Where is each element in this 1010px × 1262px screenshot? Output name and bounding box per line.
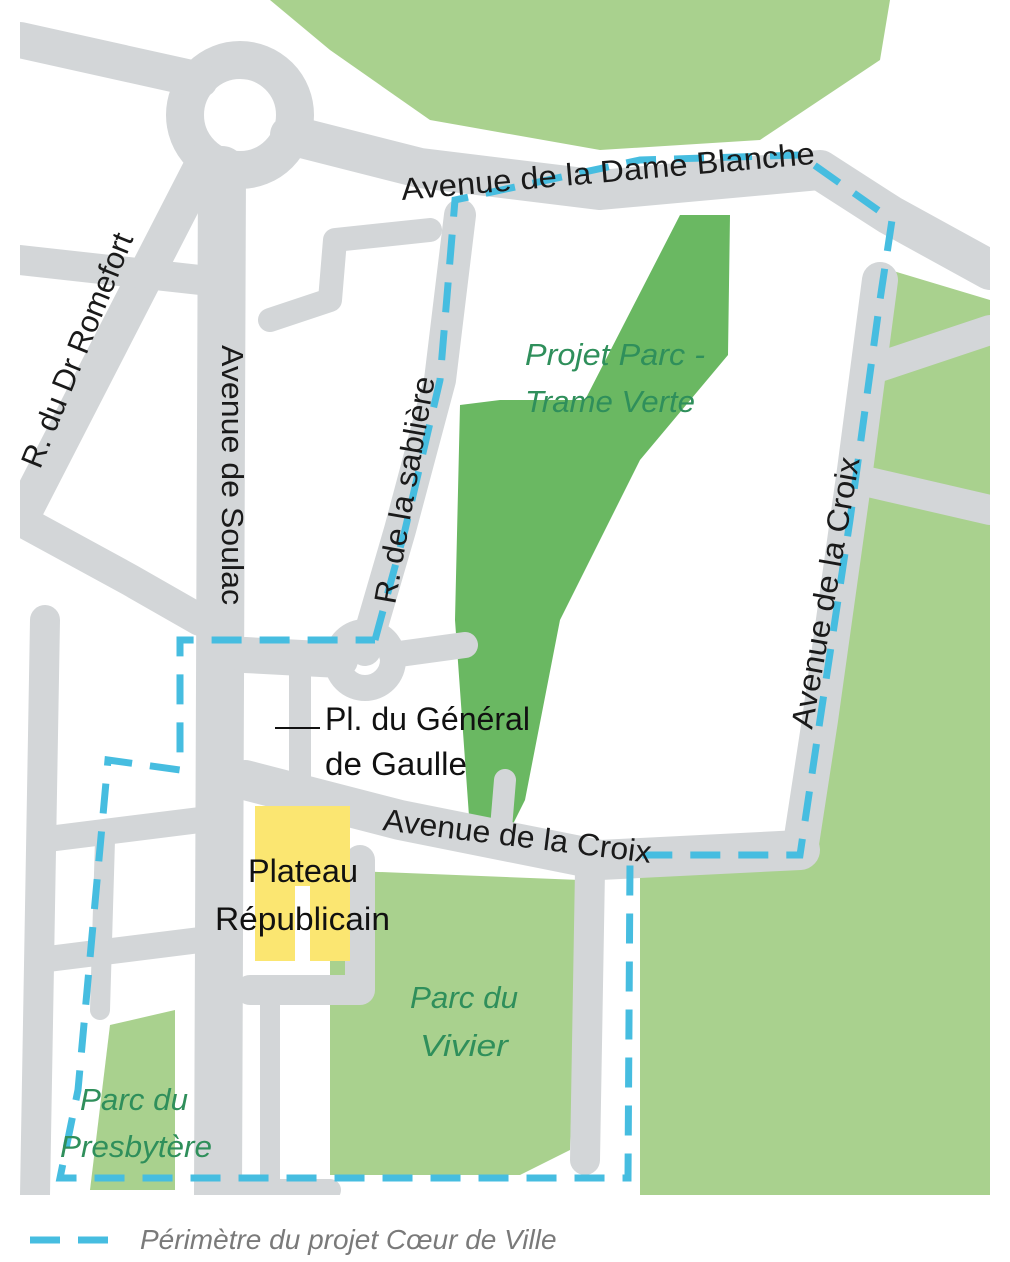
- road-northwest: [20, 22, 218, 98]
- park-trame-verte: [455, 215, 730, 830]
- road-east-branch-2: [845, 465, 990, 525]
- map-legend: Périmètre du projet Cœur de Ville: [28, 1220, 557, 1260]
- park-label-presbytere-line1: Parc du: [80, 1082, 188, 1117]
- plateau-block-north: [255, 806, 350, 886]
- park-label-trame-line2: Trame Verte: [525, 384, 695, 419]
- perimeter-legend-swatch: [30, 1236, 126, 1244]
- road-plateau-east: [235, 845, 375, 1005]
- park-label-trame-line1: Projet Parc -: [525, 337, 705, 372]
- place-label-general-line2: de Gaulle: [325, 746, 467, 782]
- road-west-small: [90, 830, 115, 1020]
- road-sabliere-spur: [258, 218, 442, 332]
- perimeter-legend-label: Périmètre du projet Cœur de Ville: [140, 1224, 557, 1255]
- park-north: [270, 0, 890, 150]
- road-general-west: [227, 637, 358, 678]
- plateau-republicain-area: [255, 806, 350, 961]
- park-vivier: [330, 870, 580, 1175]
- place-label-plateau-line2: Républicain: [215, 901, 390, 937]
- road-romefort-branch: [20, 245, 215, 295]
- street-label-soulac: Avenue de Soulac: [215, 345, 250, 605]
- road-west-cross-2: [27, 927, 213, 973]
- plateau-block-west: [255, 886, 295, 961]
- park-presbytere: [90, 1010, 175, 1190]
- street-label-sabliere: R. de la sablière: [367, 374, 441, 607]
- road-east-branch-1: [855, 315, 990, 385]
- park-label-vivier-line2: Vivier: [420, 1028, 510, 1063]
- park-label-vivier-line1: Parc du: [410, 980, 518, 1015]
- park-label-presbytere-line2: Presbytère: [60, 1129, 212, 1164]
- road-west-diagonal: [20, 504, 216, 636]
- road-general-east: [379, 632, 478, 668]
- road-soulac: [194, 146, 246, 1195]
- place-label-general-line1: Pl. du Général: [325, 701, 530, 737]
- place-label-plateau-line1: Plateau: [248, 853, 358, 889]
- road-west-vertical: [20, 605, 60, 1195]
- road-romefort: [20, 142, 223, 538]
- road-trame-spur: [489, 769, 516, 851]
- perimeter-north: [55, 151, 896, 1182]
- plateau-block-east: [310, 886, 350, 961]
- road-dame-blanche: [270, 115, 990, 290]
- road-vivier-east: [570, 855, 605, 1175]
- perimeter-coeur-de-ville: [55, 151, 896, 1182]
- road-west-cross: [27, 807, 213, 853]
